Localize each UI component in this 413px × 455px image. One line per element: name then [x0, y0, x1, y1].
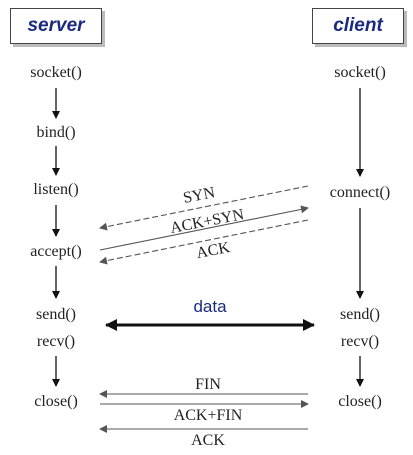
- server-bind: bind(): [36, 124, 76, 141]
- server-recv: recv(): [36, 333, 76, 350]
- client-box: client: [312, 8, 404, 44]
- fin-label: FIN: [195, 376, 221, 393]
- server-socket: socket(): [30, 64, 82, 81]
- server-accept: accept(): [30, 243, 82, 260]
- ack-fin-label: ACK+FIN: [174, 407, 243, 424]
- ack2-label: ACK: [191, 432, 225, 449]
- syn-arrow: [99, 185, 309, 231]
- client-socket: socket(): [334, 64, 386, 81]
- server-title: server: [27, 15, 85, 36]
- client-recv: recv(): [340, 333, 380, 350]
- client-title: client: [333, 15, 383, 36]
- client-close: close(): [338, 393, 382, 410]
- client-connect: connect(): [329, 184, 391, 201]
- server-send: send(): [36, 306, 76, 323]
- server-box: server: [10, 8, 102, 44]
- server-close: close(): [34, 393, 78, 410]
- ack-syn-label: ACK+SYN: [169, 206, 246, 237]
- ack-label: ACK: [195, 239, 232, 262]
- server-listen: listen(): [33, 181, 79, 198]
- syn-label: SYN: [182, 184, 217, 207]
- client-send: send(): [340, 306, 380, 323]
- ack-syn-arrow: [99, 205, 309, 251]
- data-label: data: [193, 297, 227, 316]
- ack-arrow: [99, 219, 309, 265]
